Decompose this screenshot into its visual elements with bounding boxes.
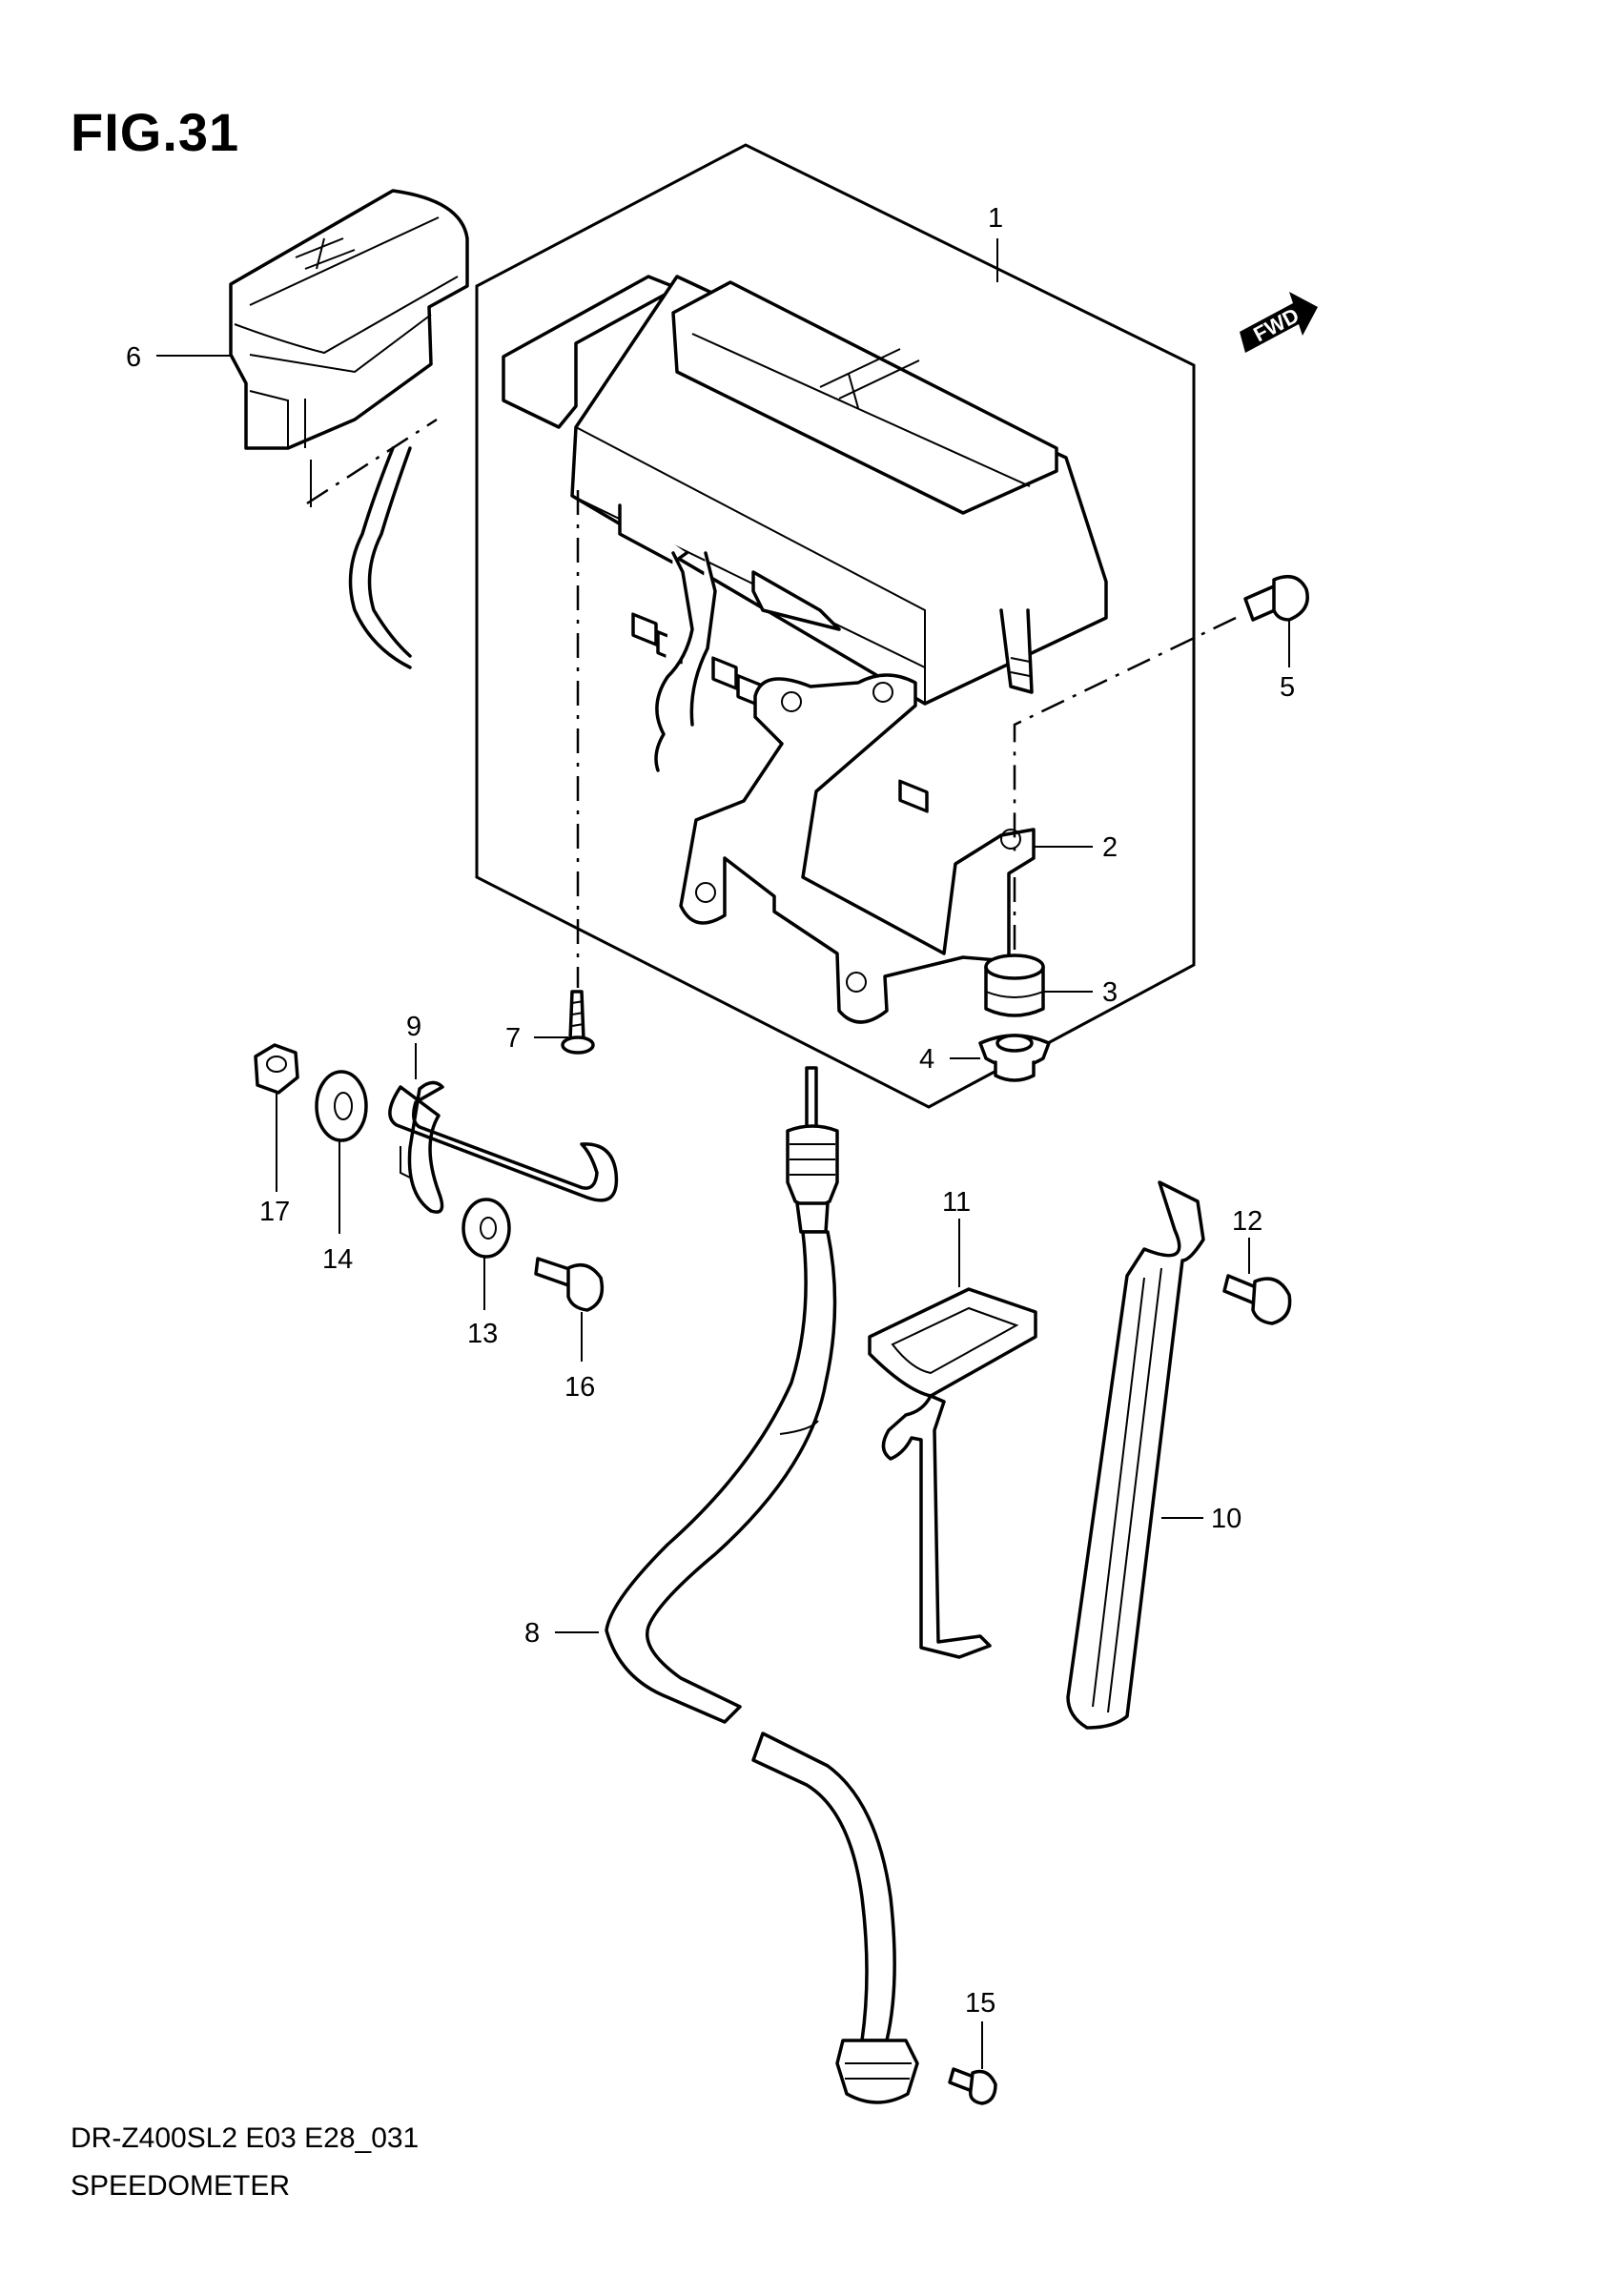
callout-2: 2 [1102,832,1118,863]
part-15-screw [948,2067,997,2105]
part-12-bolt [1222,1274,1292,1325]
fwd-arrow-icon: FWD [1240,292,1318,353]
part-10-guide-bar [1066,1180,1205,1730]
figure-name: SPEEDOMETER [71,2170,291,2202]
assembly-frame [475,143,1196,1109]
callout-14: 14 [322,1244,353,1275]
leader-lines [156,238,1290,2069]
callout-5: 5 [1280,672,1295,703]
figure-title: FIG.31 [71,102,240,162]
part-17-nut [254,1043,299,1095]
callout-labels: 1 2 3 4 5 6 7 8 9 10 11 12 13 14 15 16 1… [126,203,1295,2019]
model-code: DR-Z400SL2 E03 E28_031 [71,2122,420,2154]
fwd-label: FWD [1249,303,1303,347]
part-9-clamp [388,1080,619,1214]
callout-6: 6 [126,342,141,373]
part-5-bolt [1243,574,1309,622]
part-1-speedometer-unit [502,275,1108,813]
part-14-washer [315,1070,368,1142]
callout-13: 13 [467,1319,498,1349]
callout-4: 4 [919,1044,934,1075]
part-4-collar [978,1034,1051,1082]
callout-15: 15 [965,1988,995,2019]
callout-12: 12 [1232,1206,1262,1237]
dash-line-5 [1013,616,1237,858]
part-8-cable [605,1066,919,2104]
callout-9: 9 [406,1012,421,1042]
callout-11: 11 [942,1187,971,1218]
callout-7: 7 [505,1023,521,1054]
part-6-connector [229,189,469,669]
callout-17: 17 [259,1197,290,1227]
part-13-washer [462,1198,511,1259]
callout-3: 3 [1102,977,1118,1008]
part-11-guide [868,1287,1037,1659]
callout-8: 8 [524,1618,540,1649]
part-16-screw [534,1257,605,1312]
part-3-grommet [984,953,1045,1017]
part-2-bracket [679,673,1036,1024]
callout-1: 1 [988,203,1003,234]
callout-10: 10 [1211,1504,1241,1534]
callout-16: 16 [564,1372,595,1403]
part-7-screw [561,990,595,1055]
